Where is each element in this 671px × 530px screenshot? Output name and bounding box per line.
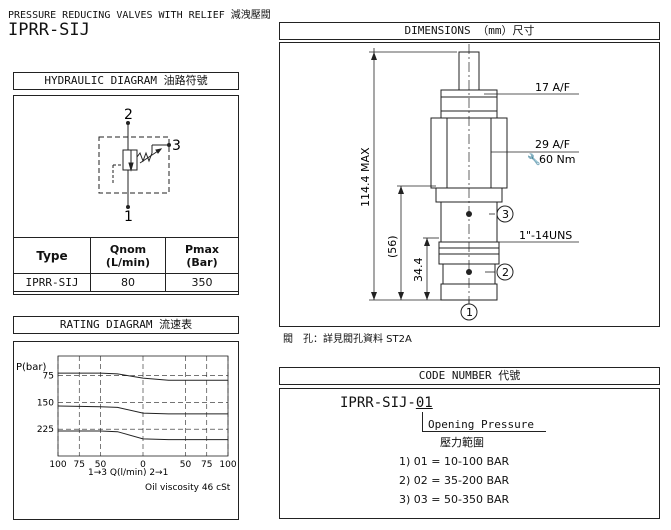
- x-tick-label: 0: [140, 460, 146, 470]
- thread-label: 1"-14UNS: [519, 229, 572, 242]
- code-number-panel: [279, 388, 660, 519]
- chart-y-label: P(bar): [16, 362, 47, 373]
- x-tick-label: 50: [180, 460, 192, 470]
- x-tick-label: 50: [95, 460, 107, 470]
- port-3-label: 3: [172, 138, 181, 154]
- model-title: IPRR-SIJ: [8, 20, 90, 40]
- y-tick-label: 225: [37, 425, 54, 435]
- pmax-label: Pmax: [184, 242, 220, 256]
- qnom-label: Qnom: [109, 242, 147, 256]
- rating-diagram-header: RATING DIAGRAM 流速表: [13, 316, 239, 334]
- circle-1-label: 1: [466, 306, 473, 319]
- y-tick-label: 75: [43, 372, 54, 382]
- code-bracket-foot: [422, 431, 546, 432]
- opening-pressure-label: Opening Pressure: [428, 418, 534, 431]
- code-option-1: 1) 01 = 10-100 BAR: [399, 455, 510, 468]
- pressure-range-label: 壓力範圍: [440, 436, 484, 449]
- dim-56-label: (56): [386, 235, 399, 258]
- row-qnom: 80: [90, 273, 166, 292]
- series-line-2: [57, 405, 228, 415]
- code-bracket: [422, 412, 423, 432]
- valve-drawing: 3 2 1 17 A/F 29 A/F 🔧 60 Nm 1"-14UNS 114…: [359, 44, 579, 321]
- col-pmax-header: Pmax (Bar): [165, 237, 239, 274]
- overall-length-label: 114.4 MAX: [359, 147, 372, 207]
- col-qnom-header: Qnom (L/min): [90, 237, 166, 274]
- dimensions-footnote: 閥 孔：詳見閥孔資料 ST2A: [283, 334, 412, 345]
- code-option-3: 3) 03 = 50-350 BAR: [399, 493, 510, 506]
- series-line-1: [58, 372, 228, 381]
- code-number: IPRR-SIJ-01: [340, 395, 433, 411]
- hydraulic-diagram-panel: [13, 95, 239, 295]
- wrench-icon: 🔧: [527, 152, 541, 166]
- row-pmax: 350: [165, 273, 239, 292]
- code-suffix: 01: [415, 395, 433, 411]
- dim-344-label: 34.4: [412, 258, 425, 283]
- chart-note: Oil viscosity 46 cSt: [145, 483, 231, 493]
- circle-3-label: 3: [502, 208, 509, 221]
- dimensions-panel: [279, 42, 660, 327]
- x-tick-label: 75: [201, 460, 212, 470]
- x-tick-label: 75: [74, 460, 85, 470]
- torque-label: 60 Nm: [539, 153, 575, 166]
- series-line-3: [58, 430, 228, 441]
- rating-chart: P(bar) 225 150 75 100 75 50 0 50 75 100 1→3 Q(l/m…: [16, 355, 237, 493]
- rating-diagram-panel: [13, 341, 239, 520]
- row-type: IPRR-SIJ: [13, 273, 91, 292]
- pmax-unit: (Bar): [186, 255, 218, 269]
- code-prefix: IPRR-SIJ-: [340, 395, 416, 411]
- hydraulic-diagram-header: HYDRAULIC DIAGRAM 油路符號: [13, 72, 239, 90]
- hydraulic-symbol: 2 3 1: [98, 107, 181, 225]
- x-tick-label: 100: [219, 460, 236, 470]
- port-1-label: 1: [124, 209, 133, 225]
- doc-subtitle: PRESSURE REDUCING VALVES WITH RELIEF 減洩壓…: [8, 10, 271, 21]
- x-tick-label: 100: [49, 460, 66, 470]
- qnom-unit: (L/min): [105, 255, 151, 269]
- port-2-label: 2: [124, 107, 133, 123]
- code-number-header: CODE NUMBER 代號: [279, 367, 660, 385]
- y-tick-label: 150: [37, 398, 54, 408]
- circle-2-label: 2: [502, 266, 509, 279]
- dimensions-header: DIMENSIONS （mm）尺寸: [279, 22, 660, 40]
- col-type-header: Type: [13, 237, 91, 274]
- code-option-2: 2) 02 = 35-200 BAR: [399, 474, 510, 487]
- hex2-label: 29 A/F: [535, 138, 570, 151]
- hex1-label: 17 A/F: [535, 81, 570, 94]
- spec-table: Type Qnom (L/min) Pmax (Bar) IPRR-SIJ 80…: [13, 237, 239, 292]
- chart-x-caption: 1→3 Q(l/min) 2→1: [88, 468, 168, 478]
